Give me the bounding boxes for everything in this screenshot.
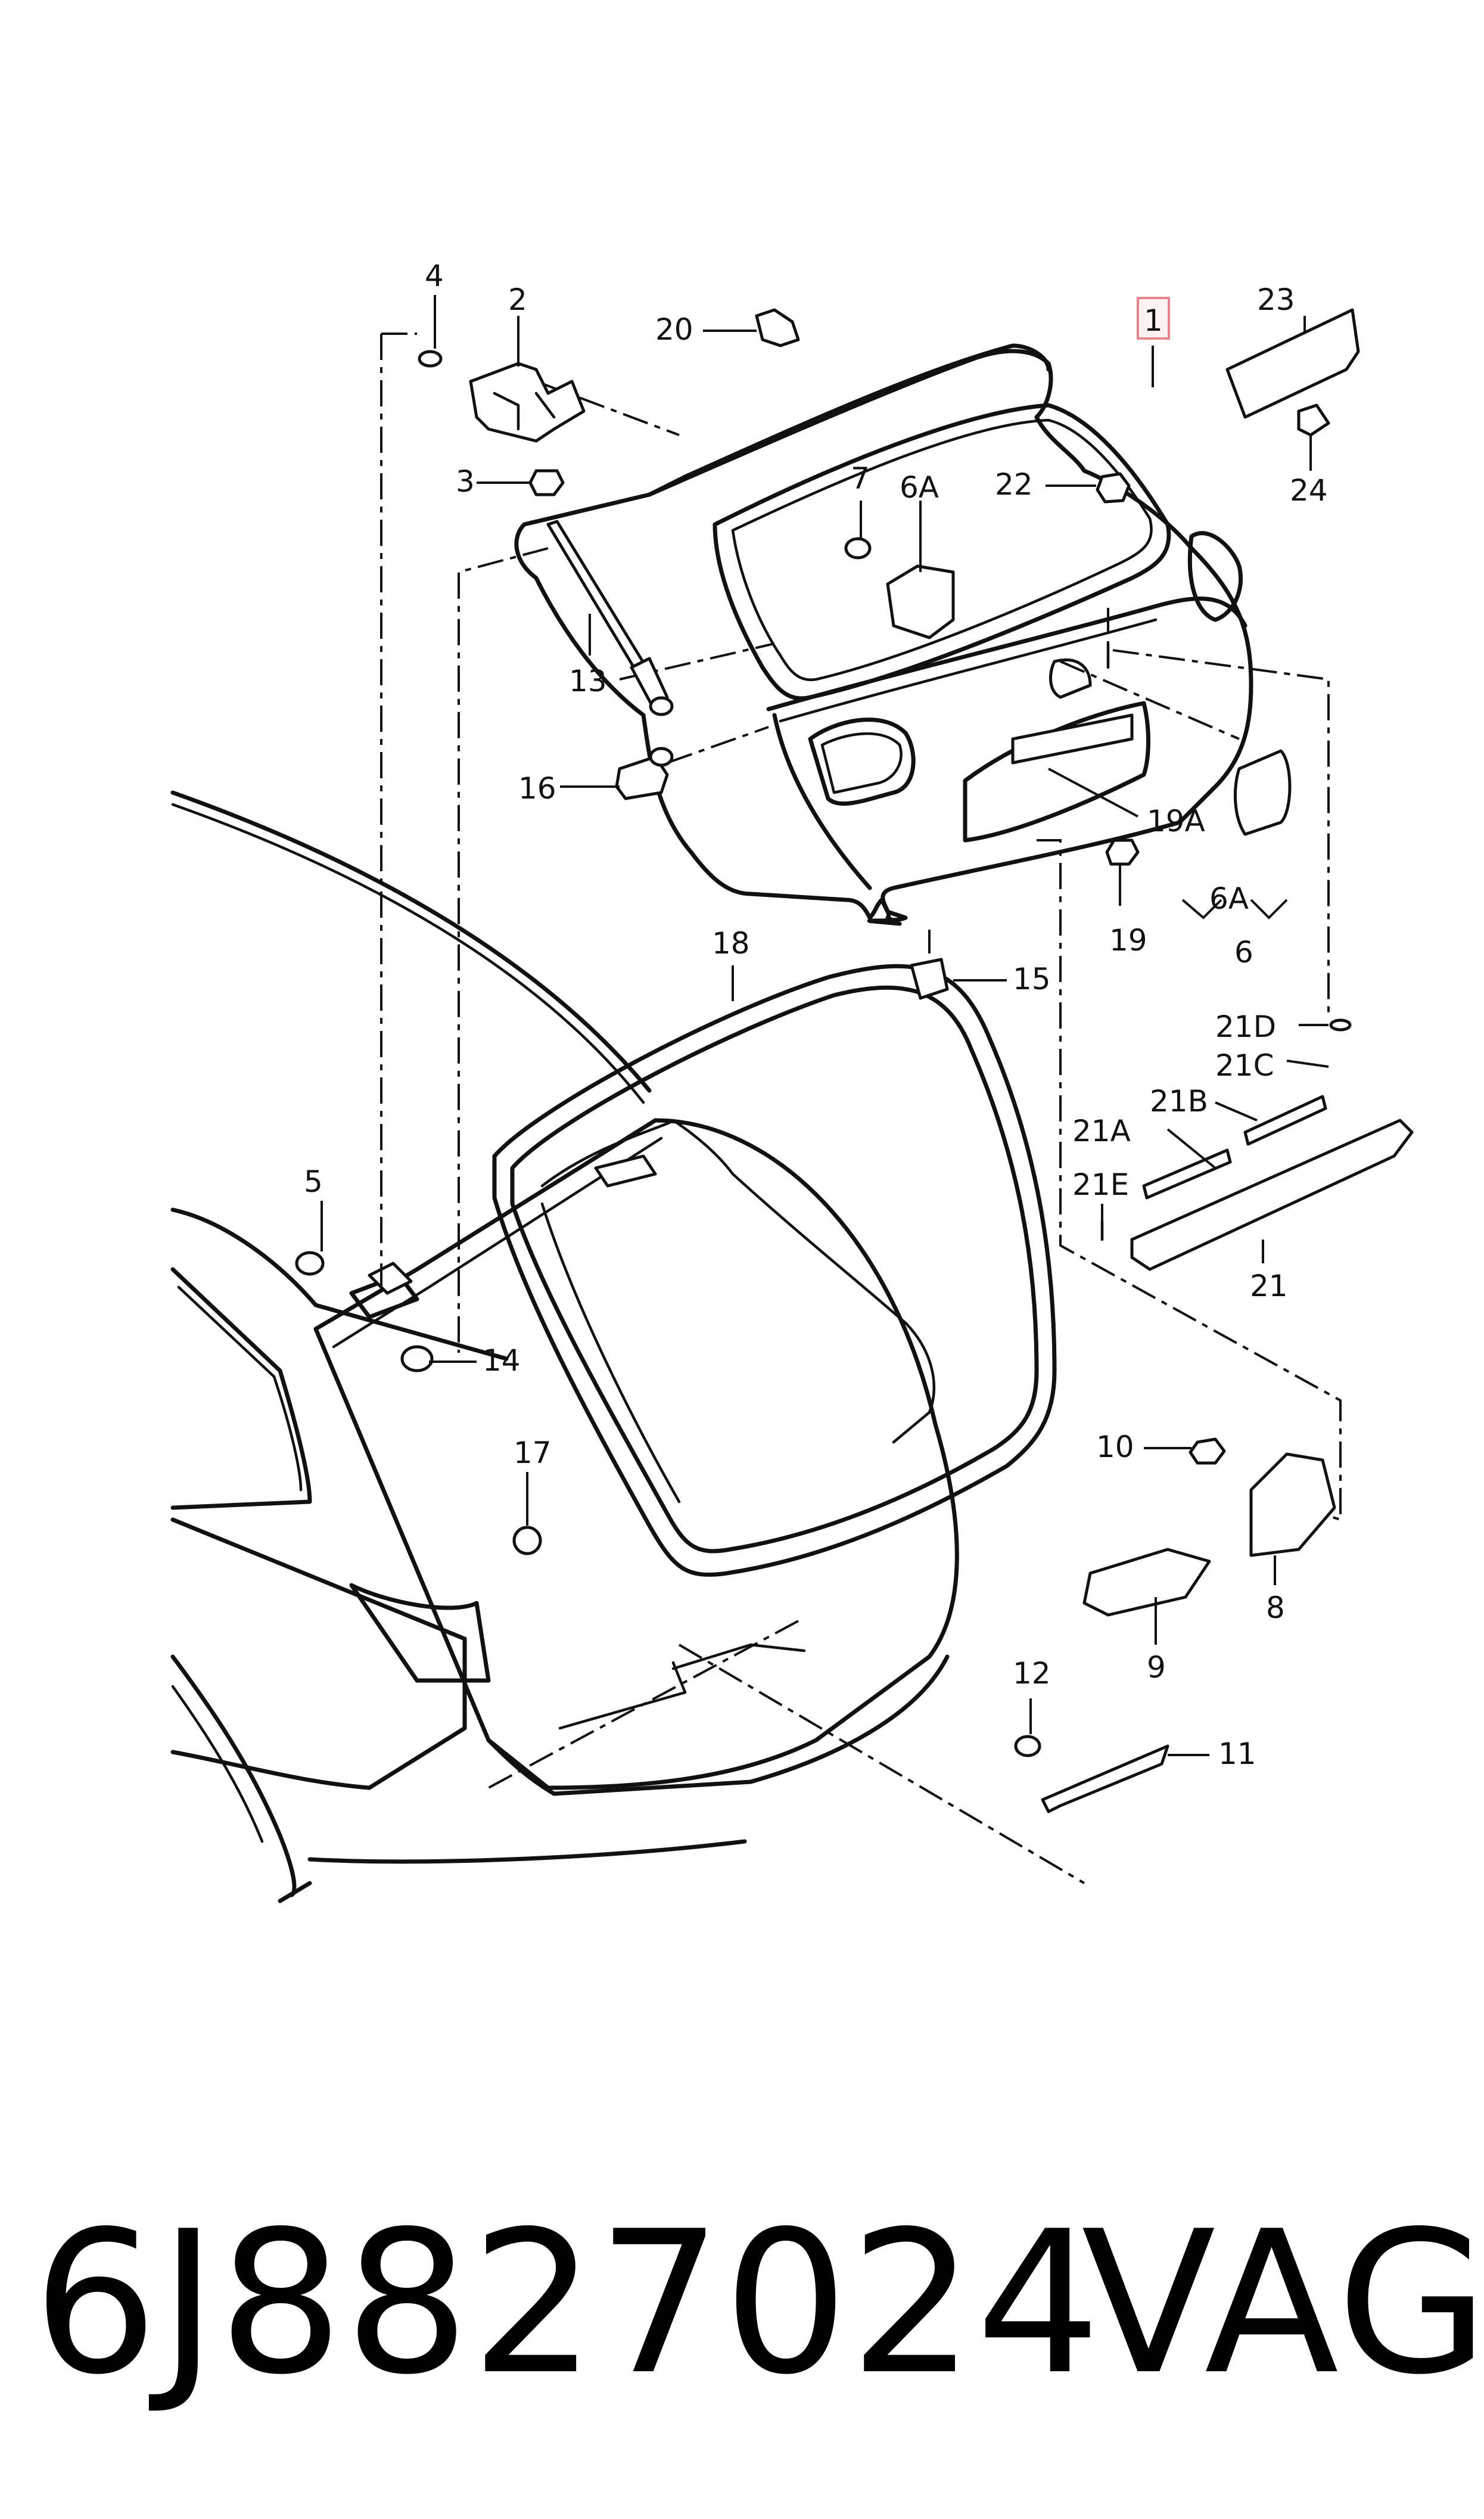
nut-10-part <box>1189 1437 1226 1465</box>
label-23[interactable]: 23 <box>1257 282 1295 317</box>
nut-12-part <box>1014 1735 1041 1757</box>
part-labels: 1 2 3 4 5 6 6A 6A 7 8 9 10 11 12 13 14 1… <box>304 259 1328 1771</box>
label-10[interactable]: 10 <box>1096 1430 1134 1464</box>
label-2[interactable]: 2 <box>508 282 527 317</box>
brand-name: VAG <box>1081 2189 1484 2418</box>
label-3[interactable]: 3 <box>456 464 475 499</box>
release-part <box>1082 1548 1211 1617</box>
ball-stud-part <box>615 747 674 800</box>
label-5[interactable]: 5 <box>304 1164 323 1199</box>
label-21d[interactable]: 21D <box>1215 1010 1276 1044</box>
nut-part <box>528 469 565 496</box>
nut-22-part <box>1096 472 1131 504</box>
label-9[interactable]: 9 <box>1147 1650 1166 1685</box>
label-11[interactable]: 11 <box>1218 1737 1256 1771</box>
clip-part <box>755 308 800 347</box>
assembly-lines <box>380 333 1342 1884</box>
leader-lines <box>321 295 1329 1756</box>
license-plate-part <box>1225 308 1360 419</box>
label-12[interactable]: 12 <box>1013 1656 1051 1691</box>
striker-part <box>1041 1744 1169 1813</box>
handle-part <box>1234 749 1292 836</box>
label-6a[interactable]: 6A <box>1209 881 1249 916</box>
hinge-part <box>469 362 586 443</box>
label-19a[interactable]: 19A <box>1147 804 1205 838</box>
label-21b[interactable]: 21B <box>1150 1084 1208 1119</box>
screw-7-part <box>844 537 872 560</box>
label-16[interactable]: 16 <box>518 771 556 806</box>
label-1[interactable]: 1 <box>1144 303 1163 338</box>
label-13[interactable]: 13 <box>569 664 607 698</box>
label-4[interactable]: 4 <box>425 259 444 293</box>
label-21[interactable]: 21 <box>1250 1269 1288 1303</box>
label-6a-top[interactable]: 6A <box>900 470 939 505</box>
label-21e[interactable]: 21E <box>1072 1167 1129 1202</box>
label-6[interactable]: 6 <box>1234 935 1253 970</box>
washer-part <box>418 350 443 368</box>
label-15[interactable]: 15 <box>1013 962 1051 996</box>
tailgate-panel <box>514 343 1253 926</box>
label-19[interactable]: 19 <box>1109 923 1147 958</box>
buffer-part <box>910 958 949 1000</box>
part-number: 6J8827024 <box>33 2189 1102 2418</box>
label-14[interactable]: 14 <box>483 1343 521 1378</box>
label-7[interactable]: 7 <box>851 461 870 496</box>
car-body-outline <box>170 790 959 1903</box>
nut-5-part <box>295 1251 325 1276</box>
label-17[interactable]: 17 <box>514 1436 552 1470</box>
nut-19-part <box>1105 838 1140 866</box>
label-22[interactable]: 22 <box>995 467 1033 502</box>
lock-part <box>1249 1452 1336 1557</box>
label-8[interactable]: 8 <box>1266 1591 1285 1625</box>
label-20[interactable]: 20 <box>655 312 693 347</box>
highlight-box <box>1137 297 1170 340</box>
label-21c[interactable]: 21C <box>1215 1048 1274 1083</box>
label-18[interactable]: 18 <box>712 926 750 961</box>
label-21a[interactable]: 21A <box>1072 1114 1131 1148</box>
gas-strut-part <box>546 520 674 716</box>
bracket-6a-part <box>886 564 955 639</box>
plug-part <box>512 1526 542 1555</box>
tailgate-seal <box>492 964 1057 1577</box>
label-24[interactable]: 24 <box>1290 473 1328 508</box>
bolt-24-part <box>1297 403 1330 437</box>
screw-14-part <box>400 1345 434 1372</box>
